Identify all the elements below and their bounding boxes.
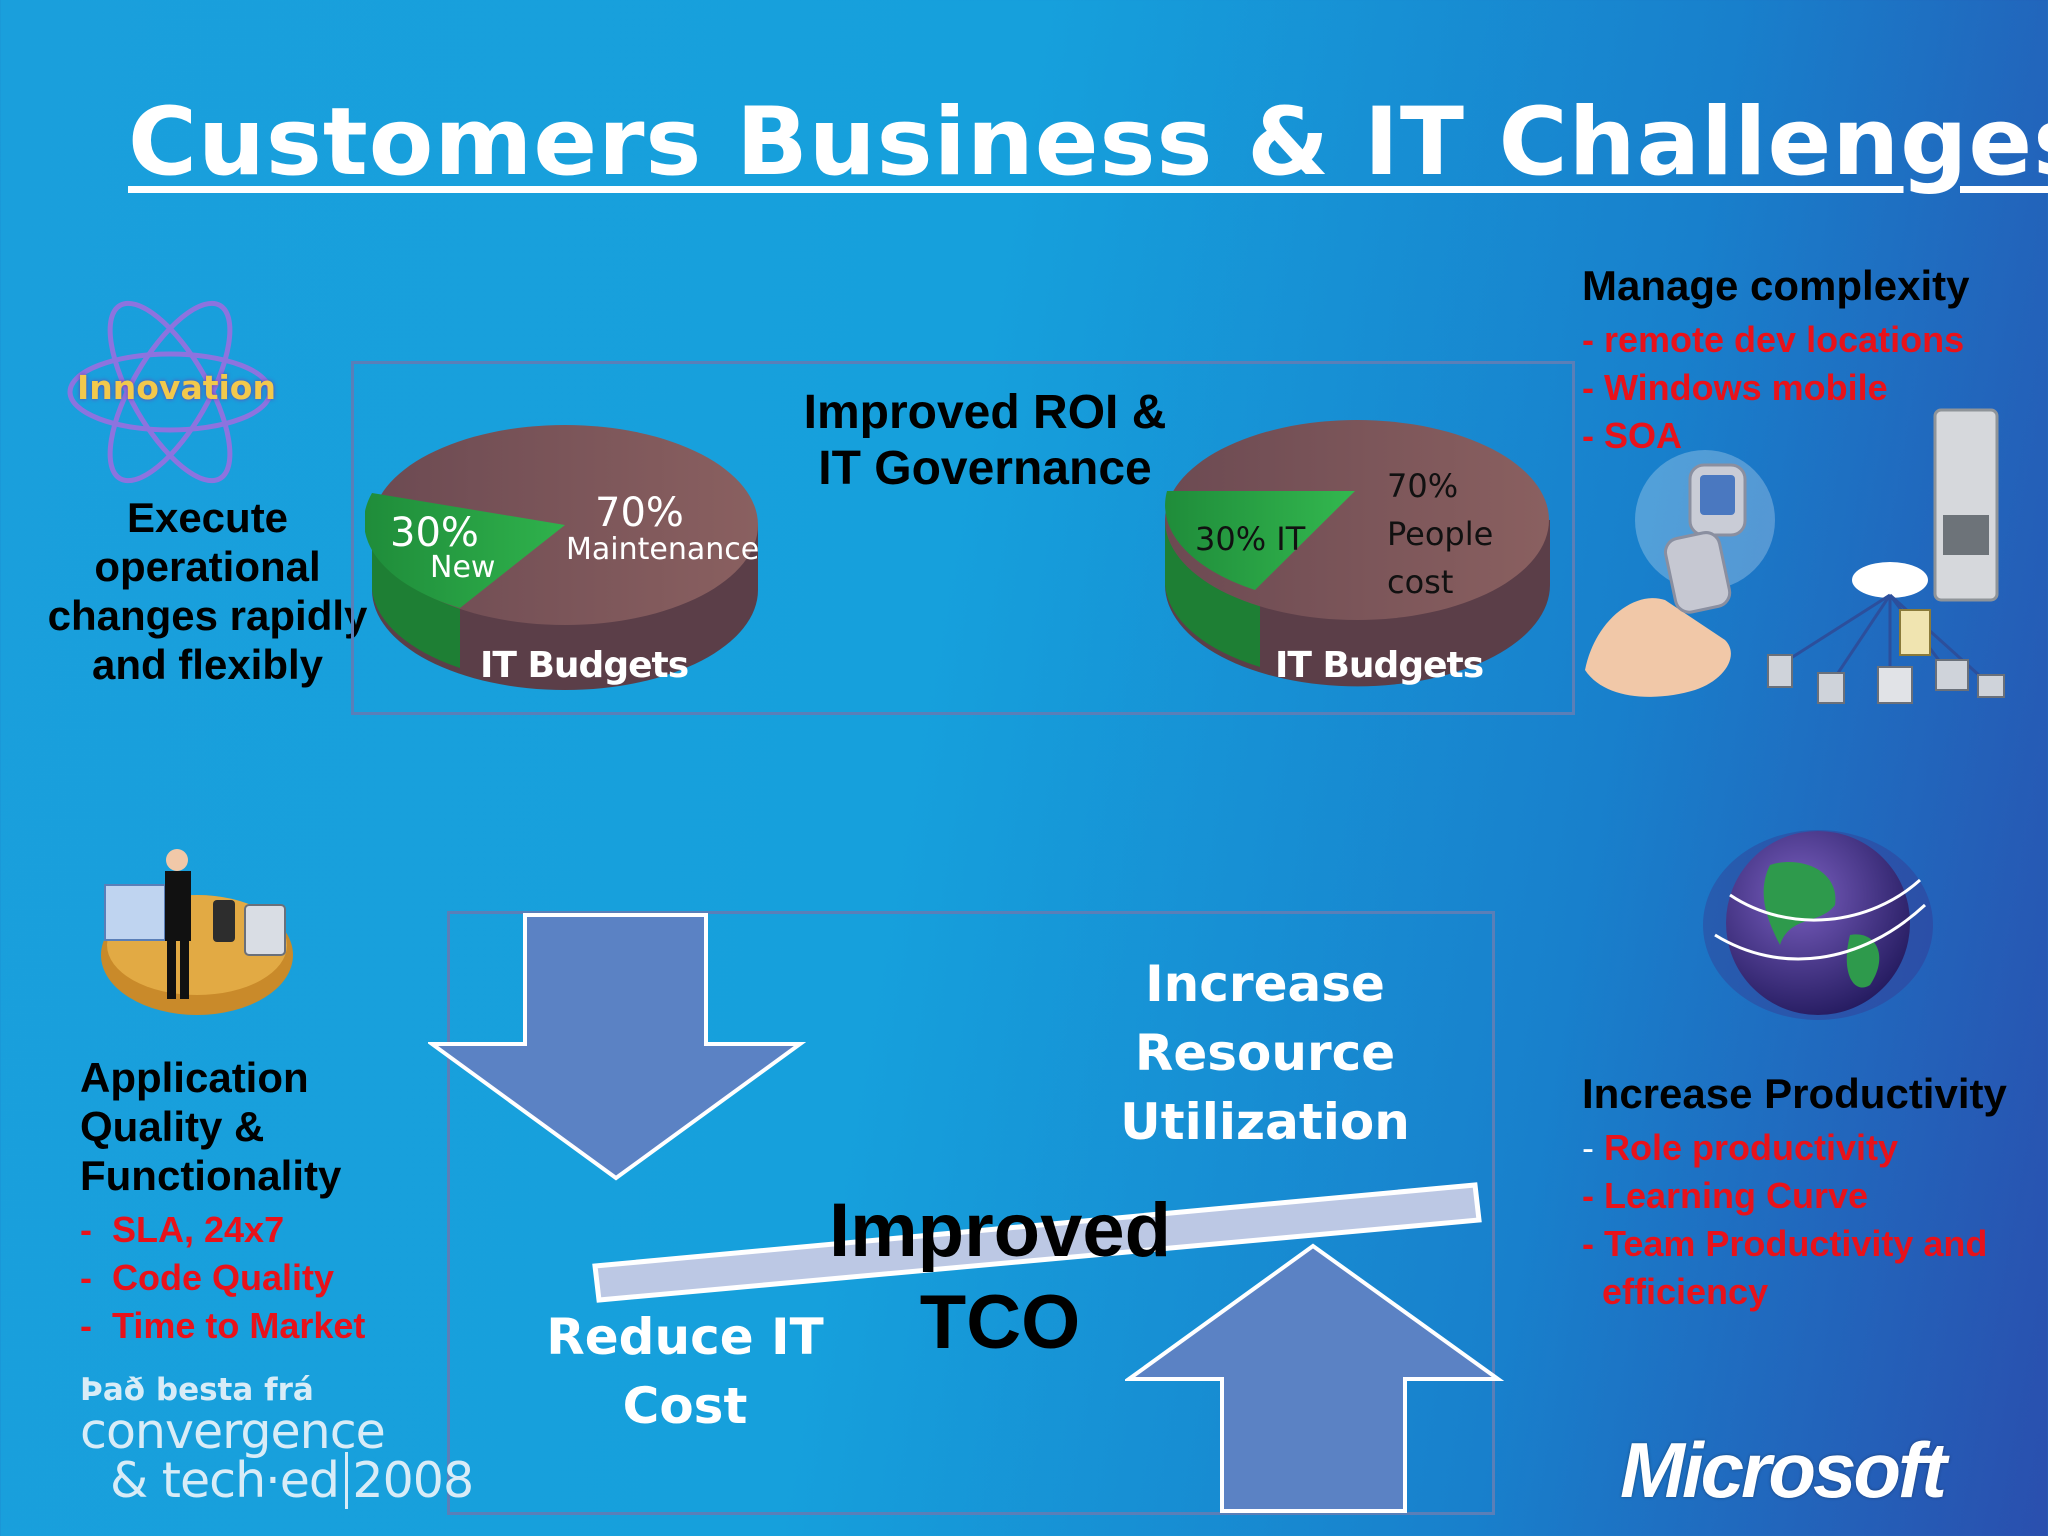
increase-utilization-label: Increase Resource Utilization	[1115, 950, 1415, 1157]
improved-tco-label: Improved TCO	[800, 1185, 1200, 1369]
pie-left-base-label: IT Budgets	[480, 645, 689, 686]
pie-chart-right	[1165, 420, 1550, 687]
app-quality-list: - SLA, 24x7 - Code Quality - Time to Mar…	[80, 1206, 365, 1350]
event-logo-line3: & tech·ed	[80, 1452, 348, 1509]
pie-left-new-pct: 30%	[390, 510, 479, 556]
label-line: Utilization	[1120, 1093, 1410, 1151]
roi-heading-line: Improved ROI &	[803, 386, 1167, 439]
businessman-devices-icon	[101, 849, 293, 1015]
heading-line: Quality &	[80, 1103, 265, 1150]
pie-chart-left	[365, 425, 758, 690]
microsoft-logo: Microsoft	[1620, 1426, 1947, 1514]
pie-right-it-slice	[1165, 491, 1355, 590]
pie-right-it-label: 30% IT	[1195, 520, 1306, 558]
list-item: - remote dev locations	[1582, 319, 1965, 360]
event-logo-line2: convergence	[80, 1403, 386, 1460]
list-item: - Team Productivity and	[1582, 1223, 1988, 1264]
event-logo-year: 2008	[352, 1452, 474, 1509]
list-item: - Code Quality	[80, 1257, 335, 1298]
manage-complexity-list: - remote dev locations - Windows mobile …	[1582, 316, 1964, 460]
list-item: - Role productivity	[1582, 1127, 1899, 1168]
label-line: TCO	[919, 1280, 1081, 1365]
people-line: 70%	[1387, 467, 1459, 505]
innovation-caption: Execute operational changes rapidly and …	[30, 493, 385, 689]
innovation-logo-text: Innovation	[77, 368, 276, 407]
heading-line: Application	[80, 1054, 309, 1101]
list-item: - SOA	[1582, 415, 1683, 456]
pie-left-new-label: New	[430, 550, 496, 585]
pie-right-base-label: IT Budgets	[1275, 645, 1484, 686]
pie-left-maint-pct: 70%	[595, 490, 684, 536]
pie-left-new-slice	[365, 493, 565, 608]
phone-in-hand-icon	[1585, 450, 1775, 697]
caption-line: and flexibly	[91, 641, 324, 688]
slide-title: Customers Business & IT Challenges	[128, 88, 2048, 197]
down-arrow-icon	[428, 913, 806, 1181]
productivity-list: - Role productivity - Learning Curve - T…	[1582, 1124, 1987, 1316]
people-line: People	[1387, 515, 1494, 553]
productivity-heading: Increase Productivity	[1582, 1070, 2007, 1117]
list-item: - Time to Market	[80, 1305, 366, 1346]
people-line: cost	[1387, 563, 1454, 601]
label-line: Cost	[622, 1377, 748, 1435]
list-item: - SLA, 24x7	[80, 1209, 285, 1250]
label-line: Increase	[1145, 955, 1385, 1013]
tco-panel	[447, 911, 1495, 1515]
manage-complexity-heading: Manage complexity	[1582, 262, 1970, 309]
atom-icon	[67, 300, 273, 484]
list-item: efficiency	[1602, 1271, 1769, 1312]
event-logo-line1: Það besta frá	[80, 1372, 314, 1408]
globe-icon	[1703, 830, 1933, 1020]
app-quality-heading: Application Quality & Functionality	[80, 1053, 341, 1200]
roi-heading-line: IT Governance	[818, 442, 1152, 495]
list-item: - Learning Curve	[1582, 1175, 1869, 1216]
roi-panel	[351, 361, 1575, 715]
up-arrow-icon	[1125, 1243, 1505, 1513]
pie-right-people-label: 70% People cost	[1387, 462, 1493, 606]
caption-line: Execute	[126, 494, 289, 541]
caption-line: changes rapidly	[47, 592, 368, 639]
network-diagram-icon	[1767, 408, 2005, 704]
innovation-logo: Innovation	[55, 300, 285, 485]
label-line: Resource	[1134, 1024, 1396, 1082]
event-logo: Það besta frá convergence & tech·ed 2008	[80, 1372, 474, 1509]
roi-heading: Improved ROI & IT Governance	[775, 385, 1195, 497]
balance-beam	[592, 1182, 1482, 1303]
pie-left-maint-label: Maintenance	[566, 532, 760, 567]
caption-line: operational	[94, 543, 321, 590]
list-item: - Windows mobile	[1582, 367, 1888, 408]
label-line: Reduce IT	[546, 1308, 824, 1366]
heading-line: Functionality	[80, 1152, 342, 1199]
reduce-cost-label: Reduce IT Cost	[540, 1303, 830, 1441]
label-line: Improved	[828, 1188, 1172, 1273]
